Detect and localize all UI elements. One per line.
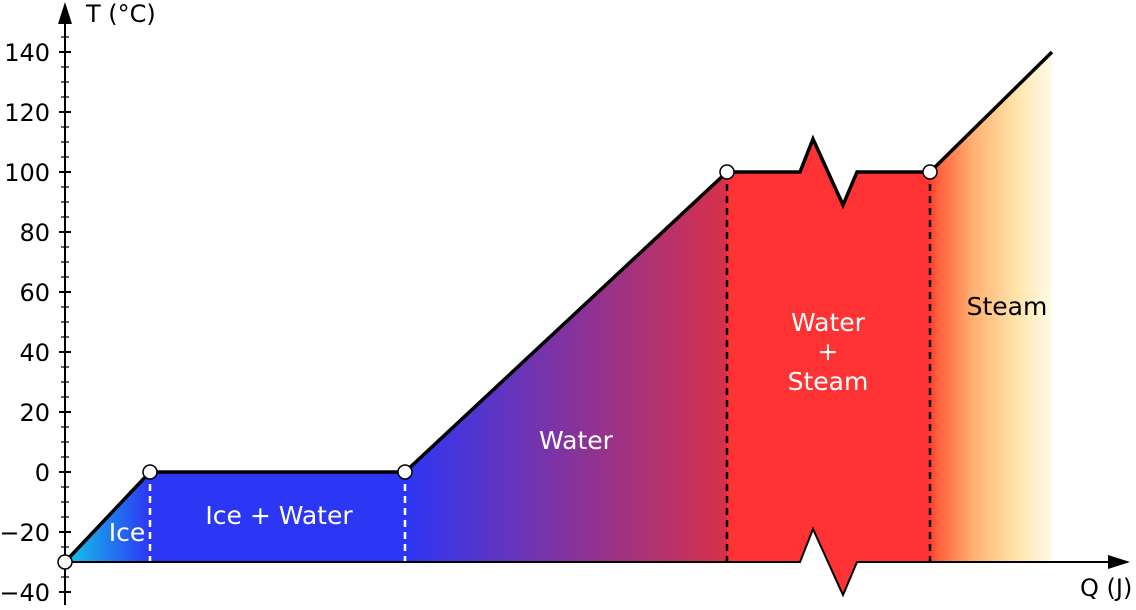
phase-dividers <box>148 172 932 562</box>
region-label-ice-water: Ice + Water <box>205 501 353 530</box>
y-axis-title: T (°C) <box>85 0 156 28</box>
transition-point <box>922 164 938 180</box>
region-label-water-steam: Steam <box>788 367 869 396</box>
transition-markers <box>57 164 938 570</box>
y-tick-label: −20 <box>0 519 50 547</box>
transition-point <box>719 164 735 180</box>
y-tick-label: 40 <box>19 339 50 367</box>
region-label-water-steam: Water <box>791 308 866 337</box>
y-tick-label: 60 <box>19 279 50 307</box>
transition-point <box>397 464 413 480</box>
y-tick-label: 0 <box>35 459 50 487</box>
y-tick-label: 120 <box>4 99 50 127</box>
region-ice-water <box>150 472 405 562</box>
region-water <box>405 172 727 562</box>
region-label-ice: Ice <box>109 518 146 547</box>
region-label-water-steam: + <box>818 337 839 366</box>
heating-curve-line <box>63 50 1054 564</box>
x-axis-arrow <box>1108 555 1130 569</box>
y-tick-label: 20 <box>19 399 50 427</box>
transition-point <box>57 554 73 570</box>
curve-group <box>63 50 1054 564</box>
y-tick-label: −40 <box>0 579 50 607</box>
transition-point <box>142 464 158 480</box>
region-steam <box>930 52 1052 562</box>
y-tick-label: 80 <box>19 219 50 247</box>
y-tick-label: 140 <box>4 39 50 67</box>
region-water-steam <box>727 139 930 595</box>
y-axis-arrow <box>58 2 72 24</box>
phase-regions <box>65 52 1052 595</box>
x-axis-title: Q (J) <box>1080 574 1132 602</box>
x-axis-line <box>65 526 1110 598</box>
region-label-water: Water <box>539 426 614 455</box>
region-label-steam: Steam <box>967 292 1048 321</box>
y-tick-label: 100 <box>4 159 50 187</box>
